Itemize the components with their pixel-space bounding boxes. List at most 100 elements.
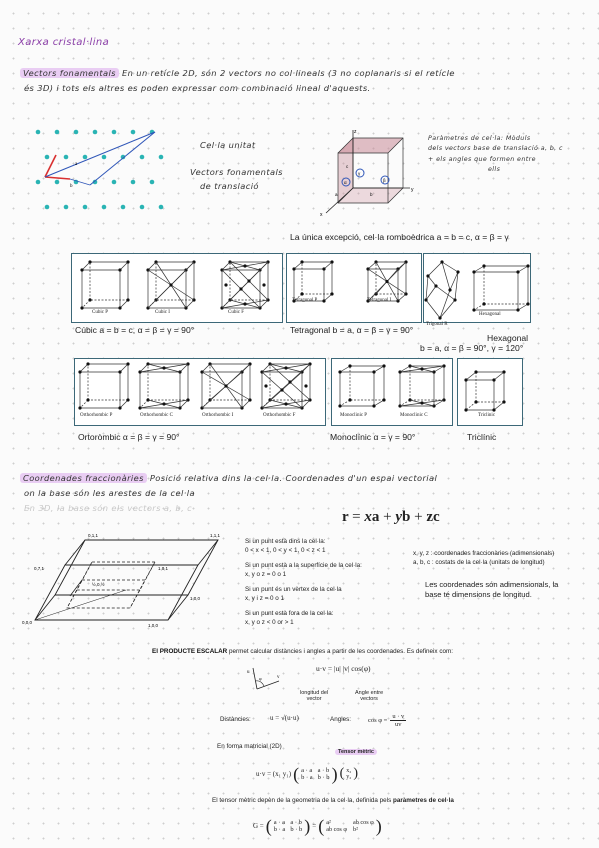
cubic-f-face-center (239, 287, 243, 291)
angles-num: u · v (390, 713, 407, 721)
lattice-point (44, 204, 50, 210)
ortho-p-corner (118, 370, 122, 374)
vec-u: u (247, 670, 250, 675)
cubic-f-edge (259, 299, 269, 309)
triclinic-corner (502, 370, 506, 374)
pt-100b: 1,0,0 (148, 623, 159, 628)
g-bb: b · b (290, 826, 303, 833)
m-ba: b · a (301, 774, 313, 781)
ortho-p-corner (126, 362, 130, 366)
axis-y-label: y (411, 187, 414, 193)
ortho-p-corner (126, 398, 130, 402)
tetragonal-p-edge-hidden (293, 293, 303, 302)
lattice-point (44, 154, 50, 160)
rhombohedral-edge (449, 271, 459, 291)
angles-den: uv (395, 721, 402, 728)
lattice-point (35, 179, 41, 185)
rhombohedral-exception: La única excepció, cel·la romboèdrica a … (290, 232, 509, 242)
mono-p-corner (372, 370, 376, 374)
dim-line2: base té dimensions de longitud. (425, 590, 532, 600)
matrix-intro: En forma matricial (2D) (217, 743, 282, 750)
ortho-c-edge (179, 399, 189, 409)
ortho-f-face-center (288, 380, 292, 384)
g-a2: a² (326, 819, 331, 826)
formula-plus1: + (383, 509, 392, 525)
params-line1: Paràmetres de cel·la: Mòduls (428, 135, 531, 142)
hexagonal-corner (516, 270, 520, 274)
triclinic-corner (464, 378, 468, 382)
formula-y: y (395, 509, 402, 525)
tetragonal-p-edge (323, 293, 333, 302)
tetragonal-i-edge (397, 293, 407, 302)
lattice-point (82, 154, 88, 160)
pt-half: ½,0,½ (92, 581, 105, 587)
pt-071: 0,7,1 (34, 566, 45, 571)
cubic-i-edge (147, 261, 157, 271)
ortho-i-edge (241, 399, 251, 409)
label-triclinic: Triclinic (478, 413, 496, 418)
ortho-i-center (224, 384, 228, 388)
g-ba: b · a (273, 826, 286, 833)
hexagonal-corner (516, 308, 520, 312)
params-line4: ells (488, 166, 501, 174)
label-cubic-p: Cubic P (92, 310, 108, 315)
hexagonal-edge (517, 265, 529, 273)
label-cubic-i: Cubic I (155, 310, 170, 315)
triclinic-corner (474, 400, 478, 404)
ortho-p-edge (119, 363, 129, 373)
ortho-p-corner (118, 406, 122, 410)
formula-b: b (402, 509, 411, 525)
rule-outside: Si un punt està fora de la cel·la: x, y … (245, 610, 334, 627)
ortho-c-edge (139, 363, 149, 373)
m-ab: a · b (317, 767, 330, 774)
cubic-p-edge (119, 261, 129, 271)
lattice-point (130, 129, 136, 135)
mono-p-edge (373, 365, 385, 373)
tensor-note-plain: El tensor mètric depèn de la geometria d… (212, 797, 393, 804)
rhombohedral-edge (425, 285, 437, 301)
vec-v: v (277, 675, 280, 680)
cell-a: a (335, 192, 338, 197)
rule-inside: Si un punt està dins la cel·la: 0 < x < … (245, 538, 326, 555)
mono-c-face-center (420, 367, 424, 371)
triclinic-corner (474, 370, 478, 374)
formula-plus2: + (414, 509, 423, 525)
note-vectors-1: Vectors fonamentals (190, 167, 283, 177)
matrix-lhs: u·v = (x₁ y₁) (256, 770, 292, 778)
formula-a: a (371, 509, 380, 525)
lattice-point (111, 179, 117, 185)
mono-c-edge-hidden (399, 399, 411, 407)
lattice-point (120, 154, 126, 160)
cubic-p-corner (126, 298, 130, 302)
angles-formula-lhs: cos φ = (368, 717, 388, 724)
pt-000: 0,0,0 (22, 620, 33, 625)
paren2-open: ( (339, 766, 345, 781)
coords-def-1: x, y, z : coordenades fraccionàries (adi… (413, 550, 555, 557)
section-label-vectors: Vectors fonamentals (20, 68, 119, 78)
ortho-p-corner (86, 362, 90, 366)
cubic-p-corner (80, 306, 84, 310)
coordenades-paragraph: Coordenades fraccionàries Posició relati… (20, 473, 437, 483)
mono-p-corner (372, 404, 376, 408)
triclinic-corner (464, 408, 468, 412)
cubic-p-edge (119, 299, 129, 309)
cubic-i-edge (185, 299, 195, 309)
dot-product-formula: u·v = |u| |v| cos(φ) (316, 664, 371, 673)
label-length: longitud del vector (300, 690, 328, 702)
rhombohedral-node (434, 284, 438, 288)
ortho-f-face-center (264, 384, 268, 388)
tetragonal-p-corner (322, 299, 326, 303)
cubic-p-edge (81, 261, 91, 271)
triclinic-corner (492, 378, 496, 382)
mono-p-corner (338, 404, 342, 408)
rhombohedral-edge (425, 299, 441, 319)
ortho-f-edge (261, 363, 271, 373)
tetragonal-p-corner (292, 299, 296, 303)
box-triclinic (457, 358, 523, 426)
vectors-fonamentals-paragraph: Vectors fonamentals En un retícle 2D, só… (20, 68, 455, 78)
ortho-c-edge-hidden (139, 399, 149, 409)
label-cubic-f: Cubic F (228, 310, 244, 315)
